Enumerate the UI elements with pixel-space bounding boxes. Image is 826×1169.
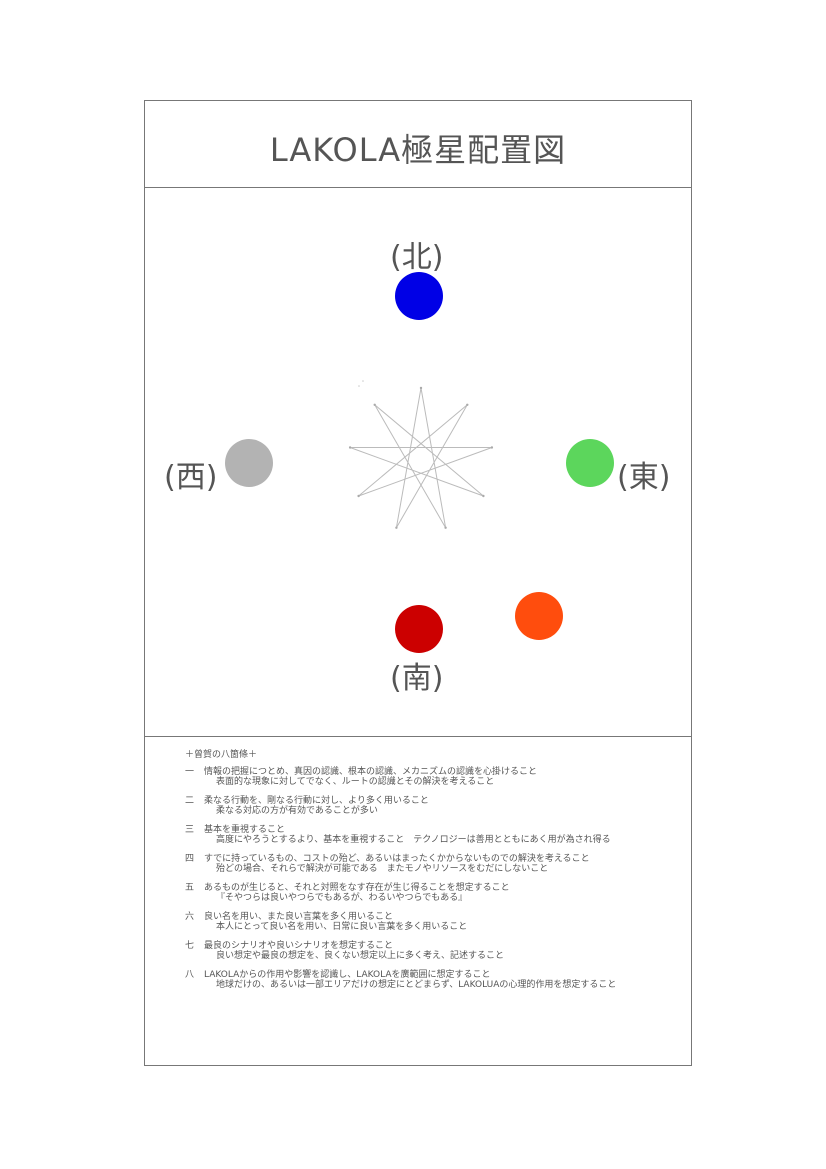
- rules-heading: ＋曾賀の八箇條＋: [185, 750, 258, 760]
- rule-text: すでに持っているもの、コストの殆ど、あるいはまったくかからないものでの解決を考え…: [204, 854, 590, 864]
- rules-section: ＋曾賀の八箇條＋ 一情報の把握につとめ、真因の認識、根本の認識、メカニズムの認識…: [145, 737, 691, 1067]
- rule-number: 一: [185, 767, 195, 777]
- north-label: (北): [390, 240, 444, 275]
- rule-number: 二: [185, 796, 195, 806]
- east-dot: [566, 439, 614, 487]
- rule-number: 四: [185, 854, 195, 864]
- star-polygon-icon: [348, 380, 494, 529]
- west-label: (西): [164, 460, 218, 495]
- rule-text: 柔なる行動を、剛なる行動に対し、より多く用いること: [204, 796, 429, 806]
- rule-number: 六: [185, 912, 195, 922]
- rule-text: あるものが生じると、それと対照をなす存在が生じ得ることを想定すること: [204, 883, 510, 893]
- page-title: LAKOLA極星配置図: [269, 131, 567, 169]
- rule-explanation: 殆どの場合、それらで解決が可能である またモノやリソースをむだにしないこと: [216, 864, 549, 874]
- rule-item: 四すでに持っているもの、コストの殆ど、あるいはまったくかからないものでの解決を考…: [185, 854, 665, 874]
- star-vertex: [357, 494, 360, 498]
- rule-explanation: 地球だけの、あるいは一部エリアだけの想定にとどまらず、LAKOLUAの心理的作用…: [216, 980, 617, 990]
- rule-item: 三基本を重視すること高度にやろうとするより、基本を重視すること テクノロジーは善…: [185, 825, 665, 845]
- rule-item: 一情報の把握につとめ、真因の認識、根本の認識、メカニズムの認識を心掛けること表面…: [185, 767, 665, 787]
- rule-number: 五: [185, 883, 195, 893]
- rule-item: 八 LAKOLAからの作用や影響を認識し、LAKOLAを廣範囲に想定すること地球だ…: [185, 970, 665, 990]
- star-diagram: (北) (西) (東) (南): [145, 188, 691, 737]
- star-vertex: [444, 526, 447, 529]
- document-sheet: LAKOLA極星配置図 (北) (西) (東) (南) ＋曾賀の八箇條＋ 一情報…: [144, 100, 692, 1066]
- rule-item: 七最良のシナリオや良いシナリオを想定すること良い想定や最良の想定を、良くない想定…: [185, 941, 665, 961]
- north-dot: [395, 272, 443, 320]
- west-dot: [225, 439, 273, 487]
- star-vertex: [419, 386, 423, 390]
- rule-number: 八: [185, 970, 195, 980]
- rule-text: LAKOLAからの作用や影響を認識し、LAKOLAを廣範囲に想定すること: [204, 970, 491, 980]
- rule-explanation: 表面的な現象に対してでなく、ルートの認識とその解決を考えること: [216, 777, 495, 787]
- rule-explanation: 良い想定や最良の想定を、良くない想定以上に多く考え、記述すること: [216, 951, 505, 961]
- south-dot: [395, 605, 443, 653]
- southeast-dot: [515, 592, 563, 640]
- rule-item: 六良い名を用い、また良い言葉を多く用いること本人にとって良い名を用い、日常に良い…: [185, 912, 665, 932]
- rule-explanation: 柔なる対応の方が有効であることが多い: [216, 806, 378, 816]
- rule-number: 七: [185, 941, 195, 951]
- east-label: (東): [617, 460, 671, 495]
- star-vertex: [395, 526, 398, 529]
- rule-text: 最良のシナリオや良いシナリオを想定すること: [204, 941, 394, 951]
- rule-number: 三: [185, 825, 195, 835]
- rule-explanation: 『そやつらは良いやつらでもあるが、わるいやつらでもある』: [216, 893, 468, 903]
- star-vertex: [373, 403, 376, 406]
- rule-text: 良い名を用い、また良い言葉を多く用いること: [204, 912, 394, 922]
- rule-text: 情報の把握につとめ、真因の認識、根本の認識、メカニズムの認識を心掛けること: [204, 767, 538, 777]
- south-label: (南): [390, 661, 444, 696]
- rule-item: 二柔なる行動を、剛なる行動に対し、より多く用いること柔なる対応の方が有効であるこ…: [185, 796, 665, 816]
- star-vertex: [490, 446, 494, 449]
- star-vertex: [348, 446, 352, 449]
- rule-text: 基本を重視すること: [204, 825, 286, 835]
- rule-explanation: 高度にやろうとするより、基本を重視すること テクノロジーは善用とともにあく用が為…: [216, 835, 611, 845]
- star-vertex: [482, 494, 485, 498]
- title-section: LAKOLA極星配置図: [145, 101, 691, 188]
- star-vertex: [466, 403, 469, 406]
- rule-explanation: 本人にとって良い名を用い、日常に良い言葉を多く用いること: [216, 922, 468, 932]
- rule-item: 五あるものが生じると、それと対照をなす存在が生じ得ることを想定すること『そやつら…: [185, 883, 665, 903]
